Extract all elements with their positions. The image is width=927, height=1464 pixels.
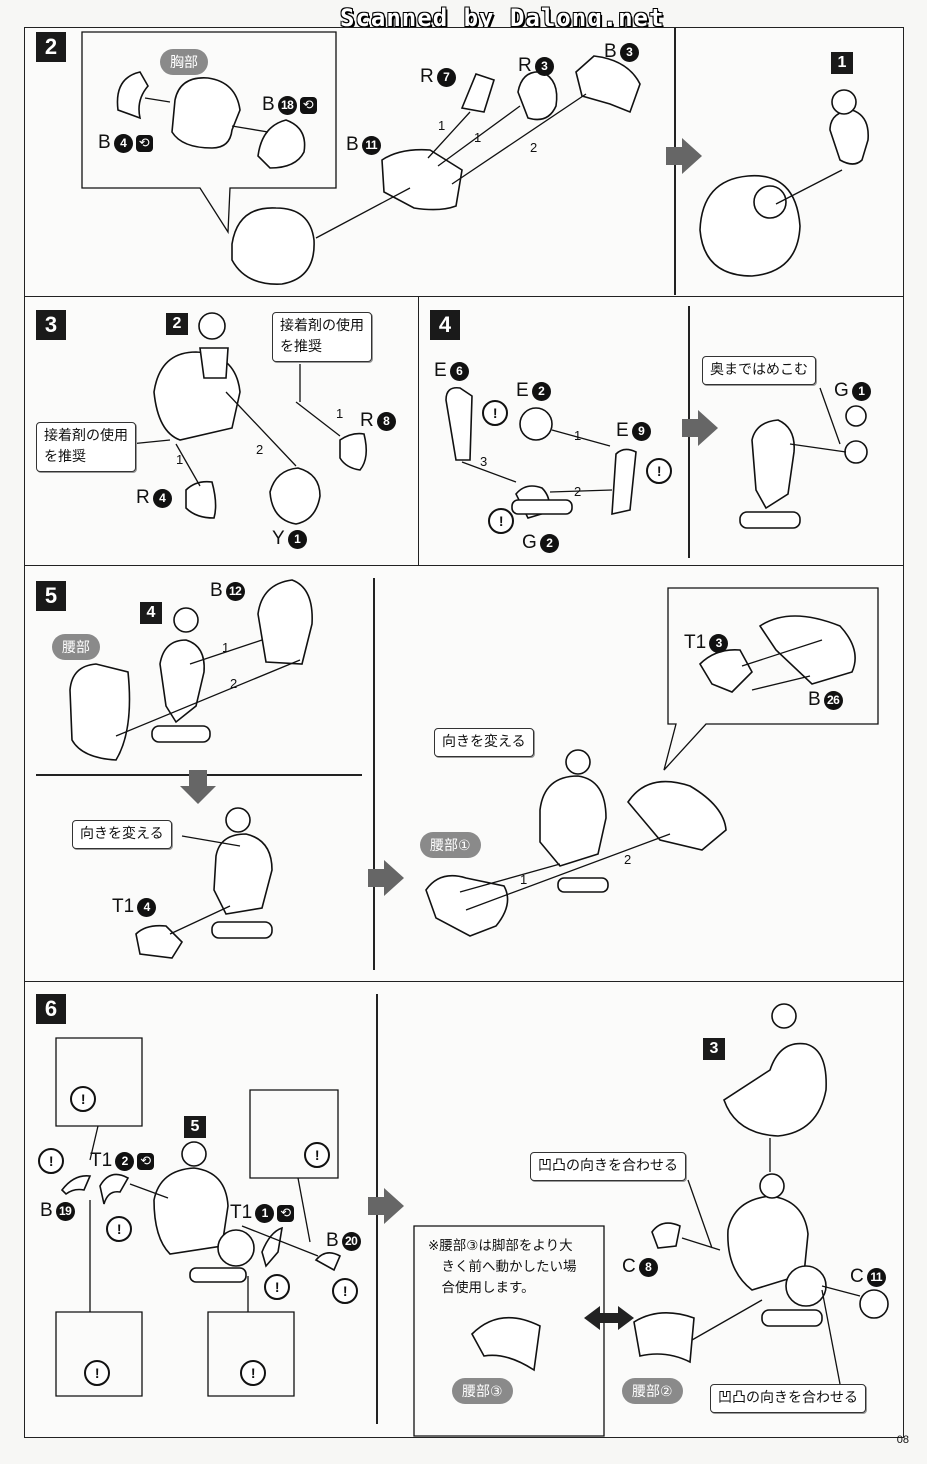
order-1: 1 [474,130,482,145]
step-6-number: 6 [36,994,66,1024]
order-2: 2 [530,140,538,155]
note-line: 合使用します。 [428,1280,535,1296]
step-2-panel [24,27,904,297]
ref-step-2: 2 [166,313,188,335]
ref-step-4: 4 [140,602,162,624]
next-arrow-icon [368,860,404,896]
ref-step-1: 1 [831,52,853,74]
attention-icon: ! [264,1274,290,1300]
ref-step-3: 3 [703,1038,725,1060]
waist-3-pill: 腰部③ [452,1378,513,1404]
cement-icon: ⟲ [299,96,317,114]
attention-icon: ! [646,458,672,484]
step-5-number: 5 [36,581,66,611]
next-arrow-icon [666,138,702,174]
waist-2-pill: 腰部② [622,1378,683,1404]
glue-callout-left: 接着剤の使用 を推奨 [36,422,136,472]
step-5-divider-vertical [373,578,375,970]
press-in-callout: 奥まではめこむ [702,356,816,385]
order-1: 1 [222,640,230,655]
note-line: きく前へ動かしたい場 [428,1259,577,1275]
step-6-panel [24,981,904,1438]
page-number: 08 [896,1434,909,1446]
order-2: 2 [256,442,264,457]
attention-icon: ! [332,1278,358,1304]
step-4-number: 4 [430,310,460,340]
attention-icon: ! [482,400,508,426]
note-line: ※腰部③は脚部をより大 [428,1238,573,1254]
attention-icon: ! [84,1360,110,1386]
align-callout-bottom: 凹凸の向きを合わせる [710,1384,866,1413]
attention-icon: ! [106,1216,132,1242]
waist-1-pill: 腰部① [420,832,481,858]
glue-callout-line: 接着剤の使用 [44,428,128,444]
step-3-number: 3 [36,310,66,340]
order-1: 1 [574,428,582,443]
order-2: 2 [624,852,632,867]
order-1: 1 [438,118,446,133]
glue-callout-line: を推奨 [44,449,86,465]
glue-callout-top: 接着剤の使用 を推奨 [272,312,372,362]
next-arrow-icon [682,410,718,446]
down-arrow-icon [180,770,216,804]
step-2-number: 2 [36,32,66,62]
waist-pill: 腰部 [52,634,100,660]
chest-pill: 胸部 [160,49,208,75]
order-3: 3 [480,454,488,469]
attention-icon: ! [38,1148,64,1174]
attention-icon: ! [488,508,514,534]
order-1: 1 [336,406,344,421]
cement-icon: ⟲ [137,1152,155,1170]
attention-icon: ! [240,1360,266,1386]
align-callout-top: 凹凸の向きを合わせる [530,1152,686,1181]
cement-icon: ⟲ [277,1204,295,1222]
attention-icon: ! [304,1142,330,1168]
waist-3-note: ※腰部③は脚部をより大 きく前へ動かしたい場 合使用します。 [428,1236,577,1299]
glue-callout-line: 接着剤の使用 [280,318,364,334]
turn-callout-right: 向きを変える [434,728,534,757]
turn-callout-left: 向きを変える [72,820,172,849]
order-2: 2 [230,676,238,691]
order-2: 2 [574,484,582,499]
order-1: 1 [520,872,528,887]
ref-step-5: 5 [184,1116,206,1138]
attention-icon: ! [70,1086,96,1112]
glue-callout-line: を推奨 [280,339,322,355]
next-arrow-icon [368,1188,404,1224]
order-1: 1 [176,452,184,467]
cement-icon: ⟲ [135,134,153,152]
